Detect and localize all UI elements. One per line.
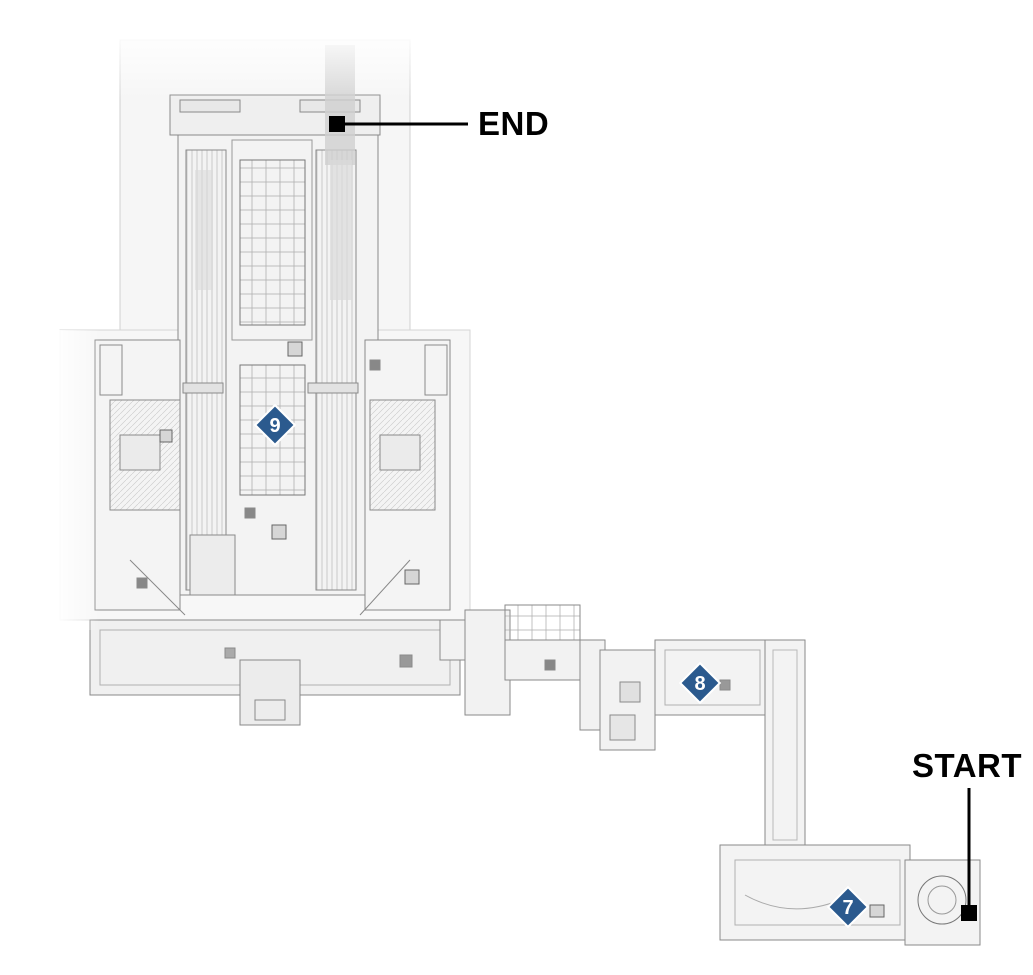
start-square-marker-icon [961,905,977,921]
waypoint-number: 9 [269,415,280,437]
end-square-marker-icon [329,116,345,132]
waypoint-8[interactable]: 8 [678,661,722,705]
diamond-marker-icon [826,885,870,929]
waypoint-number: 7 [842,897,853,919]
east-corridor [654,639,806,846]
start-label: START [912,747,1023,784]
fade-overlay [55,330,100,630]
main-hall [59,39,471,726]
waypoint-7[interactable]: 7 [826,885,870,929]
end-pointer [329,116,468,132]
connector-rooms [439,604,656,751]
diamond-marker-icon [678,661,722,705]
diamond-marker-icon [253,403,297,447]
start-pointer [961,788,977,921]
waypoint-9[interactable]: 9 [253,403,297,447]
end-label: END [478,105,550,142]
waypoint-number: 8 [694,673,705,695]
fade-overlay [60,30,480,100]
